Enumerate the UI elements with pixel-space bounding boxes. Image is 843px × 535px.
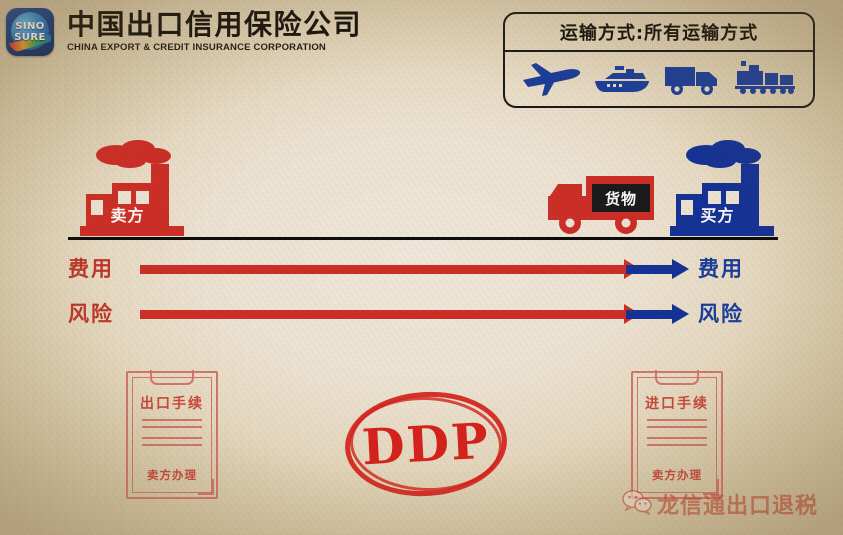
cargo-truck: 货物	[546, 170, 658, 242]
seller-factory: 卖方	[72, 136, 207, 238]
transport-mode-title-band: 运输方式:所有运输方式	[505, 14, 813, 52]
import-formalities-doc: 进口手续 卖方办理	[631, 370, 723, 499]
seller-label: 卖方	[110, 206, 145, 225]
cargo-label: 货物	[604, 189, 637, 208]
wechat-watermark: 龙信通出口退税	[622, 488, 818, 520]
doc-inner-border	[132, 377, 212, 493]
buyer-label: 买方	[700, 206, 735, 225]
doc-clip-icon	[150, 370, 194, 385]
logo-text-line2: SURE	[14, 31, 46, 43]
ground-line	[68, 237, 778, 240]
transport-mode-box: 运输方式:所有运输方式	[503, 12, 815, 108]
sinosure-logo: SINO SURE	[6, 8, 54, 56]
doc-outer-border	[126, 371, 218, 499]
transport-icon-row	[505, 52, 813, 104]
logo-text-line1: SINO	[15, 21, 45, 32]
export-doc-title: 出口手续	[140, 396, 204, 412]
cargo-box: 货物	[592, 184, 650, 212]
company-name-cn: 中国出口信用保险公司	[67, 8, 363, 41]
cost-label-right: 费用	[698, 257, 744, 281]
watermark-text: 龙信通出口退税	[657, 494, 819, 519]
stamp-text: DDP	[360, 411, 492, 477]
train-icon	[733, 59, 799, 97]
doc-clip-icon	[655, 370, 699, 385]
buyer-factory: 买方	[662, 136, 797, 238]
airplane-icon	[520, 59, 582, 97]
import-doc-footer: 卖方办理	[652, 468, 702, 482]
risk-label-left: 风险	[68, 302, 114, 326]
cost-row: 费用 费用	[68, 252, 780, 286]
doc-outer-border	[631, 371, 723, 499]
ddp-stamp: DDP	[341, 387, 511, 501]
company-name-en: CHINA EXPORT & CREDIT INSURANCE CORPORAT…	[67, 42, 326, 53]
wechat-icon	[622, 489, 652, 519]
truck-icon	[662, 59, 724, 97]
transport-mode-title: 运输方式:所有运输方式	[559, 23, 759, 44]
doc-corner-fold	[703, 479, 719, 495]
doc-inner-border	[637, 377, 717, 493]
brand-block: 中国出口信用保险公司 CHINA EXPORT & CREDIT INSURAN…	[67, 8, 363, 54]
doc-corner-fold	[198, 479, 214, 495]
logo-text: SINO SURE	[6, 21, 54, 43]
doc-text-lines	[647, 419, 707, 451]
import-doc-title: 进口手续	[645, 396, 709, 412]
export-formalities-doc: 出口手续 卖方办理	[126, 370, 218, 499]
risk-label-right: 风险	[698, 302, 744, 326]
doc-text-lines	[142, 419, 202, 451]
cost-label-left: 费用	[68, 257, 114, 281]
export-doc-footer: 卖方办理	[147, 468, 197, 482]
risk-row: 风险 风险	[68, 297, 780, 331]
ship-icon	[591, 59, 653, 97]
